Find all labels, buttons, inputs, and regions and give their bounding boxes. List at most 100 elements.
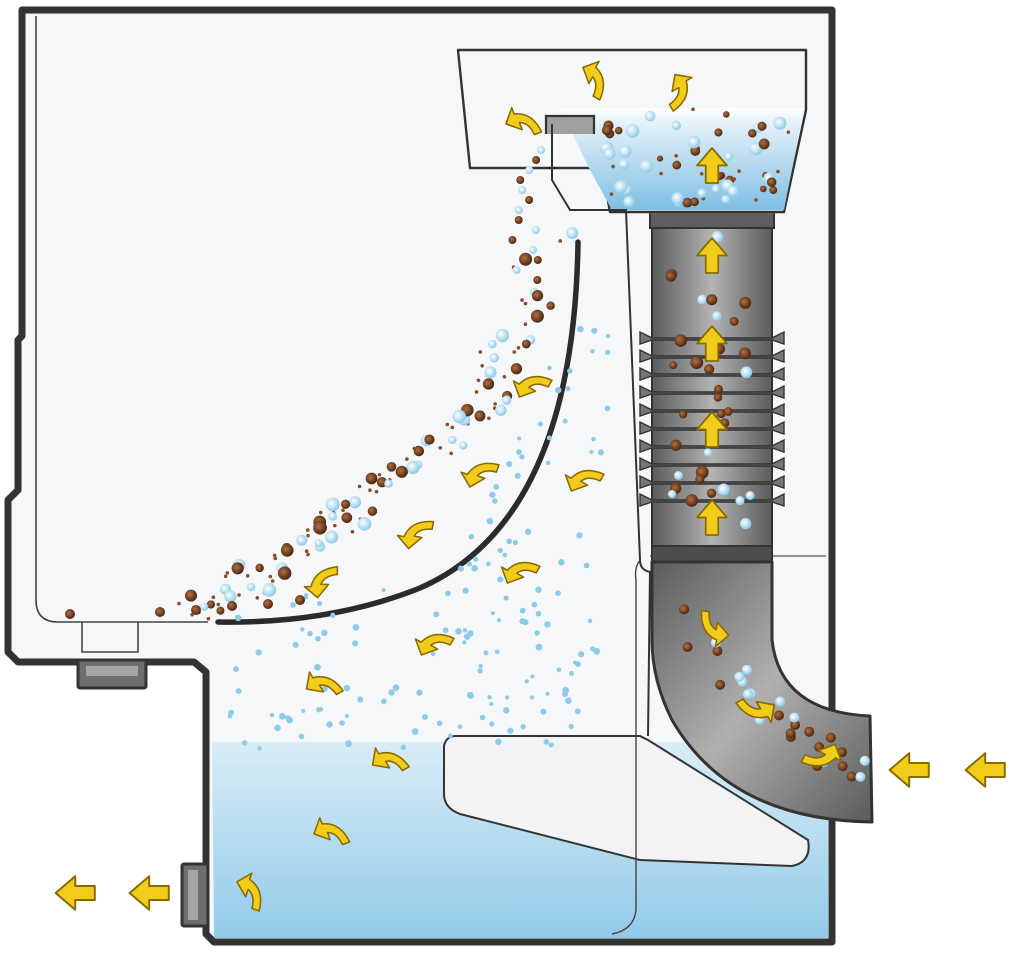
fine-particle [524,302,528,306]
fine-particle [478,668,483,673]
bubble-icon [645,111,656,122]
bubble-icon [200,603,208,611]
fine-particle [659,172,663,176]
fine-particle [520,298,524,302]
fine-particle [352,640,358,646]
fine-particle [787,130,791,134]
fine-particle [547,366,552,371]
solid-particle-icon [707,489,716,498]
bubble-icon [640,159,653,172]
fine-particle [271,579,275,583]
fine-particle [532,602,538,608]
fine-particle [576,532,582,538]
fine-particle [480,715,485,720]
bubble-icon [459,441,467,449]
solid-particle-icon [679,604,689,614]
solid-particle-icon [774,710,784,720]
fine-particle [375,490,379,494]
bubble-icon [532,226,540,234]
fine-particle [546,692,550,696]
solid-particle-icon [714,385,723,394]
solid-particle-icon [730,317,739,326]
solid-particle-icon [516,176,524,184]
solid-particle-icon [396,466,408,478]
fine-particle [412,728,419,735]
outlet-port [182,864,208,926]
fine-particle [345,714,349,718]
bubble-icon [855,772,865,782]
bubble-icon [623,196,634,207]
fine-particle [674,154,678,158]
fine-particle [246,574,250,578]
solid-particle-icon [712,646,722,656]
solid-particle-icon [615,127,623,135]
fine-particle [290,602,295,607]
bubble-icon [495,405,506,416]
fine-particle [565,697,572,704]
solid-particle-icon [341,500,350,509]
bubble-icon [735,496,744,505]
solid-particle-icon [704,364,714,374]
bubble-icon [566,227,578,239]
solid-particle-icon [255,564,263,572]
solid-particle-icon [666,271,677,282]
flow-arrow-icon [966,753,1005,787]
fine-particle [540,709,546,715]
fine-particle [558,559,564,565]
fine-particle [405,457,409,461]
fine-particle [317,601,322,606]
bubble-icon [626,124,640,138]
fine-particle [353,624,360,631]
fine-particle [536,611,542,617]
bubble-icon [496,329,509,342]
fine-particle [212,595,216,599]
riser-band [652,546,772,562]
fine-particle [455,628,462,635]
fine-particle [443,627,449,633]
fine-particle [256,596,260,600]
bubble-icon [712,311,721,320]
fine-particle [605,405,611,411]
fine-particle [591,328,597,334]
flow-arrow-icon [56,876,95,910]
bubble-icon [489,353,498,362]
fine-particle [503,375,507,379]
bubble-icon [603,148,615,160]
weir [546,116,594,134]
bubble-icon [326,498,340,512]
fine-particle [304,593,308,597]
fine-particle [326,721,332,727]
bubble-icon [704,448,712,456]
fine-particle [449,452,453,456]
solid-particle-icon [724,407,733,416]
fine-particle [506,538,512,544]
fine-particle [512,350,516,354]
fine-particle [479,664,483,668]
fine-particle [286,717,293,724]
bubble-icon [697,295,707,305]
fine-particle [473,556,478,561]
solid-particle-icon [534,256,542,264]
riser-top [650,212,774,228]
fine-particle [590,349,595,354]
bubble-icon [384,479,393,488]
solid-particle-icon [278,566,291,579]
fine-particle [273,557,277,561]
fine-particle [525,528,531,534]
fine-particle [517,436,521,440]
fine-particle [462,640,466,644]
fine-particle [469,534,475,540]
fine-particle [273,554,277,558]
solid-particle-icon [679,410,687,418]
solid-particle-icon [748,129,757,138]
fine-particle [487,518,494,525]
fine-particle [351,530,355,534]
fine-particle [558,239,562,243]
fine-particle [381,699,387,705]
fine-particle [382,588,386,592]
solid-particle-icon [531,310,544,323]
fine-particle [555,387,561,393]
bubble-icon [453,410,467,424]
solid-particle-icon [532,156,540,164]
solid-particle-icon [511,363,522,374]
